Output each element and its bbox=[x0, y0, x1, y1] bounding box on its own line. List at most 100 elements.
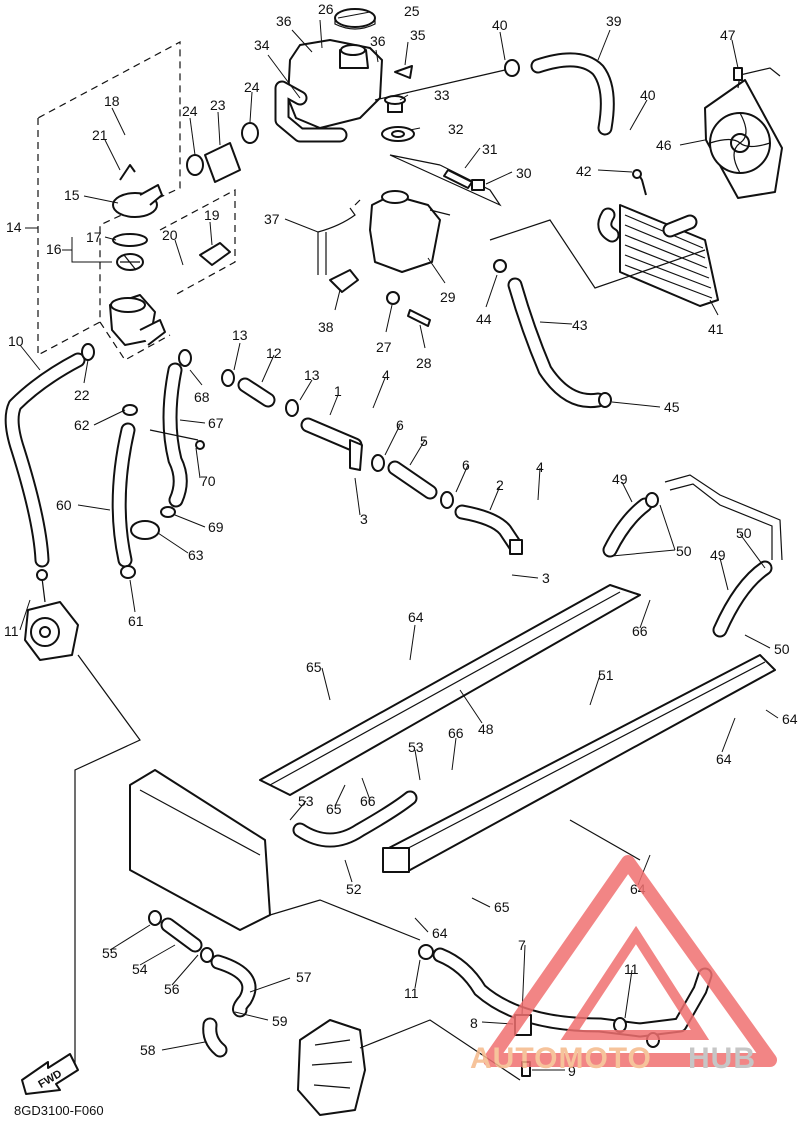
frame-bracket bbox=[129, 769, 271, 931]
callout-54: 54 bbox=[132, 961, 148, 977]
reservoir-cap bbox=[334, 8, 376, 30]
callout-4: 4 bbox=[382, 367, 390, 383]
bracket-38 bbox=[329, 269, 359, 293]
callout-62: 62 bbox=[74, 417, 90, 433]
callout-12: 12 bbox=[266, 345, 282, 361]
callout-63: 63 bbox=[188, 547, 204, 563]
callout-39: 39 bbox=[606, 13, 622, 29]
callout-49: 49 bbox=[612, 471, 628, 487]
callout-3: 3 bbox=[360, 511, 368, 527]
callout-53: 53 bbox=[408, 739, 424, 755]
bolt-35 bbox=[394, 65, 413, 79]
callout-59: 59 bbox=[272, 1013, 288, 1029]
clamp-70 bbox=[149, 429, 205, 450]
callout-65: 65 bbox=[326, 801, 342, 817]
callout-11: 11 bbox=[624, 961, 639, 977]
callout-24: 24 bbox=[244, 79, 260, 95]
grommet-27 bbox=[386, 291, 400, 305]
callout-43: 43 bbox=[572, 317, 588, 333]
callout-31: 31 bbox=[482, 141, 498, 157]
hose-67 bbox=[162, 349, 192, 508]
callout-46: 46 bbox=[656, 137, 672, 153]
callout-16: 16 bbox=[46, 241, 62, 257]
callout-47: 47 bbox=[720, 27, 736, 43]
callout-60: 60 bbox=[56, 497, 72, 513]
callout-17: 17 bbox=[86, 229, 102, 245]
callout-11: 11 bbox=[4, 623, 19, 639]
callout-49: 49 bbox=[710, 547, 726, 563]
hose-37 bbox=[317, 199, 361, 275]
callout-66: 66 bbox=[360, 793, 376, 809]
callout-29: 29 bbox=[440, 289, 456, 305]
callout-8: 8 bbox=[470, 1015, 478, 1031]
callout-labels: 26 25 36 36 34 35 40 39 47 24 23 24 33 4… bbox=[4, 1, 798, 1079]
radiator-fan bbox=[704, 67, 783, 199]
callout-64: 64 bbox=[408, 609, 424, 625]
thermostat-assembly-frame bbox=[37, 40, 236, 361]
callout-53: 53 bbox=[298, 793, 314, 809]
callout-6: 6 bbox=[396, 417, 404, 433]
callout-68: 68 bbox=[194, 389, 210, 405]
watermark-inner-triangle-icon bbox=[560, 925, 710, 1040]
callout-28: 28 bbox=[416, 355, 432, 371]
callout-6: 6 bbox=[462, 457, 470, 473]
callout-7: 7 bbox=[518, 937, 526, 953]
callout-41: 41 bbox=[708, 321, 724, 337]
watermark-text-part2: HUB bbox=[688, 1042, 756, 1075]
callout-66: 66 bbox=[448, 725, 464, 741]
callout-42: 42 bbox=[576, 163, 592, 179]
watermark-text-part1: AUTOMOTO bbox=[470, 1042, 652, 1075]
water-pump bbox=[24, 569, 79, 661]
callout-64: 64 bbox=[782, 711, 798, 727]
collar-30 bbox=[471, 179, 485, 191]
callout-61: 61 bbox=[128, 613, 144, 629]
clamp-24b bbox=[241, 122, 259, 144]
callout-20: 20 bbox=[162, 227, 178, 243]
fwd-arrow: FWD bbox=[21, 1053, 79, 1095]
hose-12 bbox=[221, 369, 276, 408]
hose-49b bbox=[712, 560, 773, 638]
callout-9: 9 bbox=[568, 1063, 576, 1079]
connector-right bbox=[382, 847, 410, 873]
grommet-33 bbox=[384, 95, 406, 113]
callout-66: 66 bbox=[632, 623, 648, 639]
callout-40: 40 bbox=[492, 17, 508, 33]
callout-35: 35 bbox=[410, 27, 426, 43]
hose-60 bbox=[111, 404, 138, 579]
bolt-28 bbox=[407, 309, 431, 327]
callout-5: 5 bbox=[420, 433, 428, 449]
callout-2: 2 bbox=[496, 477, 504, 493]
callout-23: 23 bbox=[210, 97, 226, 113]
callout-27: 27 bbox=[376, 339, 392, 355]
engine-case bbox=[297, 1019, 366, 1116]
callout-64: 64 bbox=[716, 751, 732, 767]
callout-38: 38 bbox=[318, 319, 334, 335]
temp-sensor bbox=[199, 242, 231, 266]
callout-69: 69 bbox=[208, 519, 224, 535]
leader-lines bbox=[19, 11, 779, 1071]
thermostat-housing bbox=[109, 294, 166, 346]
callout-3: 3 bbox=[542, 570, 550, 586]
callout-45: 45 bbox=[664, 399, 680, 415]
callout-44: 44 bbox=[476, 311, 492, 327]
hose-23 bbox=[204, 142, 241, 183]
clamp-69 bbox=[160, 506, 176, 518]
pipe-7 bbox=[418, 944, 713, 1048]
callout-50: 50 bbox=[676, 543, 692, 559]
callout-50: 50 bbox=[774, 641, 790, 657]
hose-58 bbox=[202, 1017, 228, 1058]
pipe-1 bbox=[285, 399, 363, 471]
callout-36: 36 bbox=[276, 13, 292, 29]
radiator bbox=[597, 204, 719, 307]
callout-64: 64 bbox=[432, 925, 448, 941]
callout-26: 26 bbox=[318, 1, 334, 17]
rail-48 bbox=[259, 584, 641, 796]
coolant-reservoir bbox=[369, 190, 451, 273]
callout-10: 10 bbox=[8, 333, 24, 349]
callout-19: 19 bbox=[204, 207, 220, 223]
hose-43 bbox=[489, 219, 706, 409]
hose-54 bbox=[148, 910, 203, 953]
callout-13: 13 bbox=[304, 367, 320, 383]
hose-57 bbox=[200, 947, 257, 1018]
